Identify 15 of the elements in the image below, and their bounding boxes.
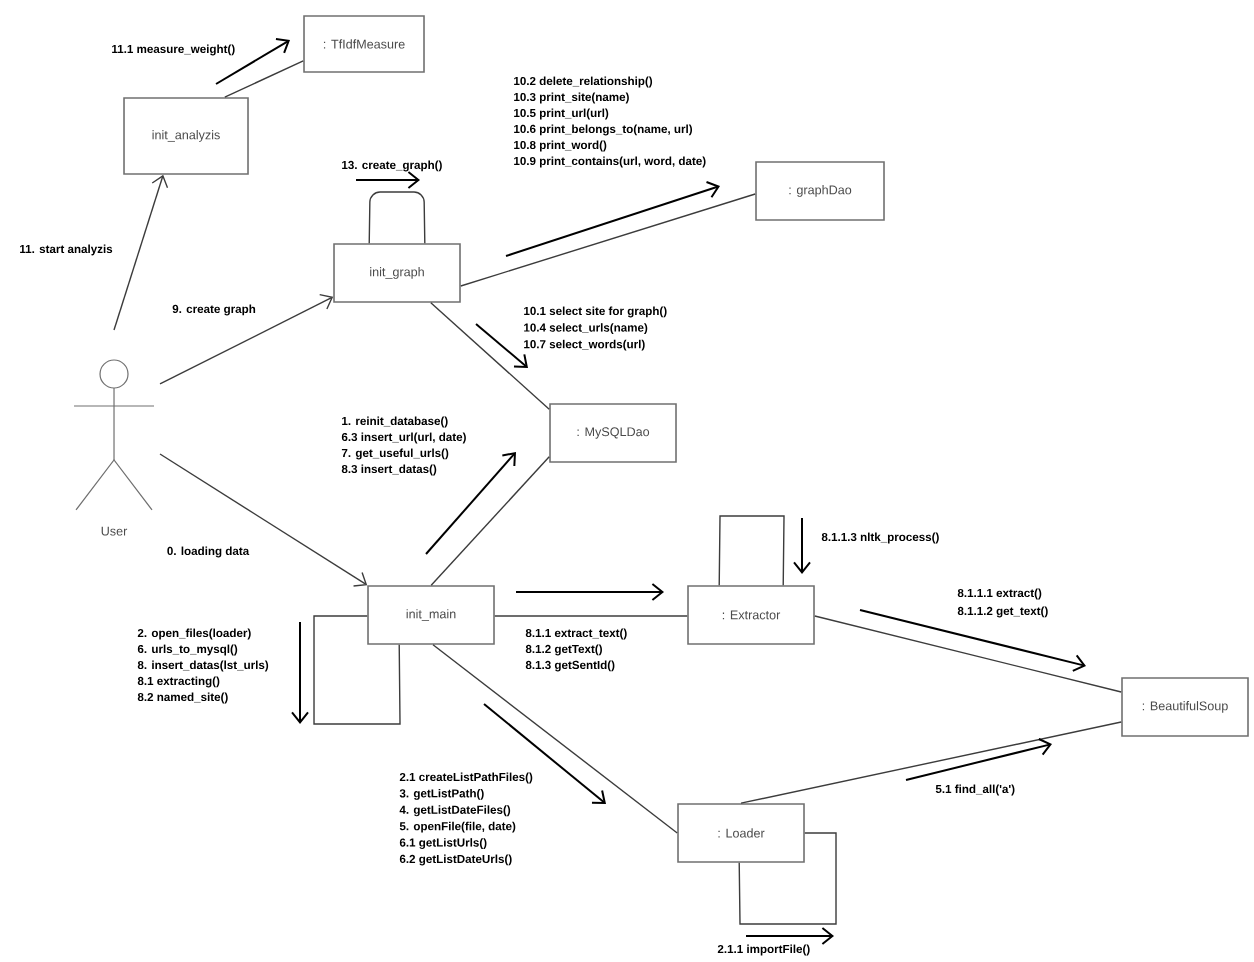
- arrow: [159, 453, 368, 587]
- link-line: [460, 193, 756, 287]
- arrow: [159, 293, 334, 385]
- loop-line: [368, 191, 426, 244]
- link-line: [430, 302, 550, 410]
- loop-line: [718, 515, 785, 586]
- link-line: [740, 721, 1122, 804]
- link-line: [224, 60, 304, 98]
- arrow: [113, 174, 169, 331]
- link-line: [432, 644, 678, 834]
- loop-line: [738, 832, 837, 925]
- link-line: [814, 615, 1122, 693]
- loop-line: [313, 615, 401, 725]
- link-line: [430, 456, 550, 586]
- link-line: [494, 615, 688, 617]
